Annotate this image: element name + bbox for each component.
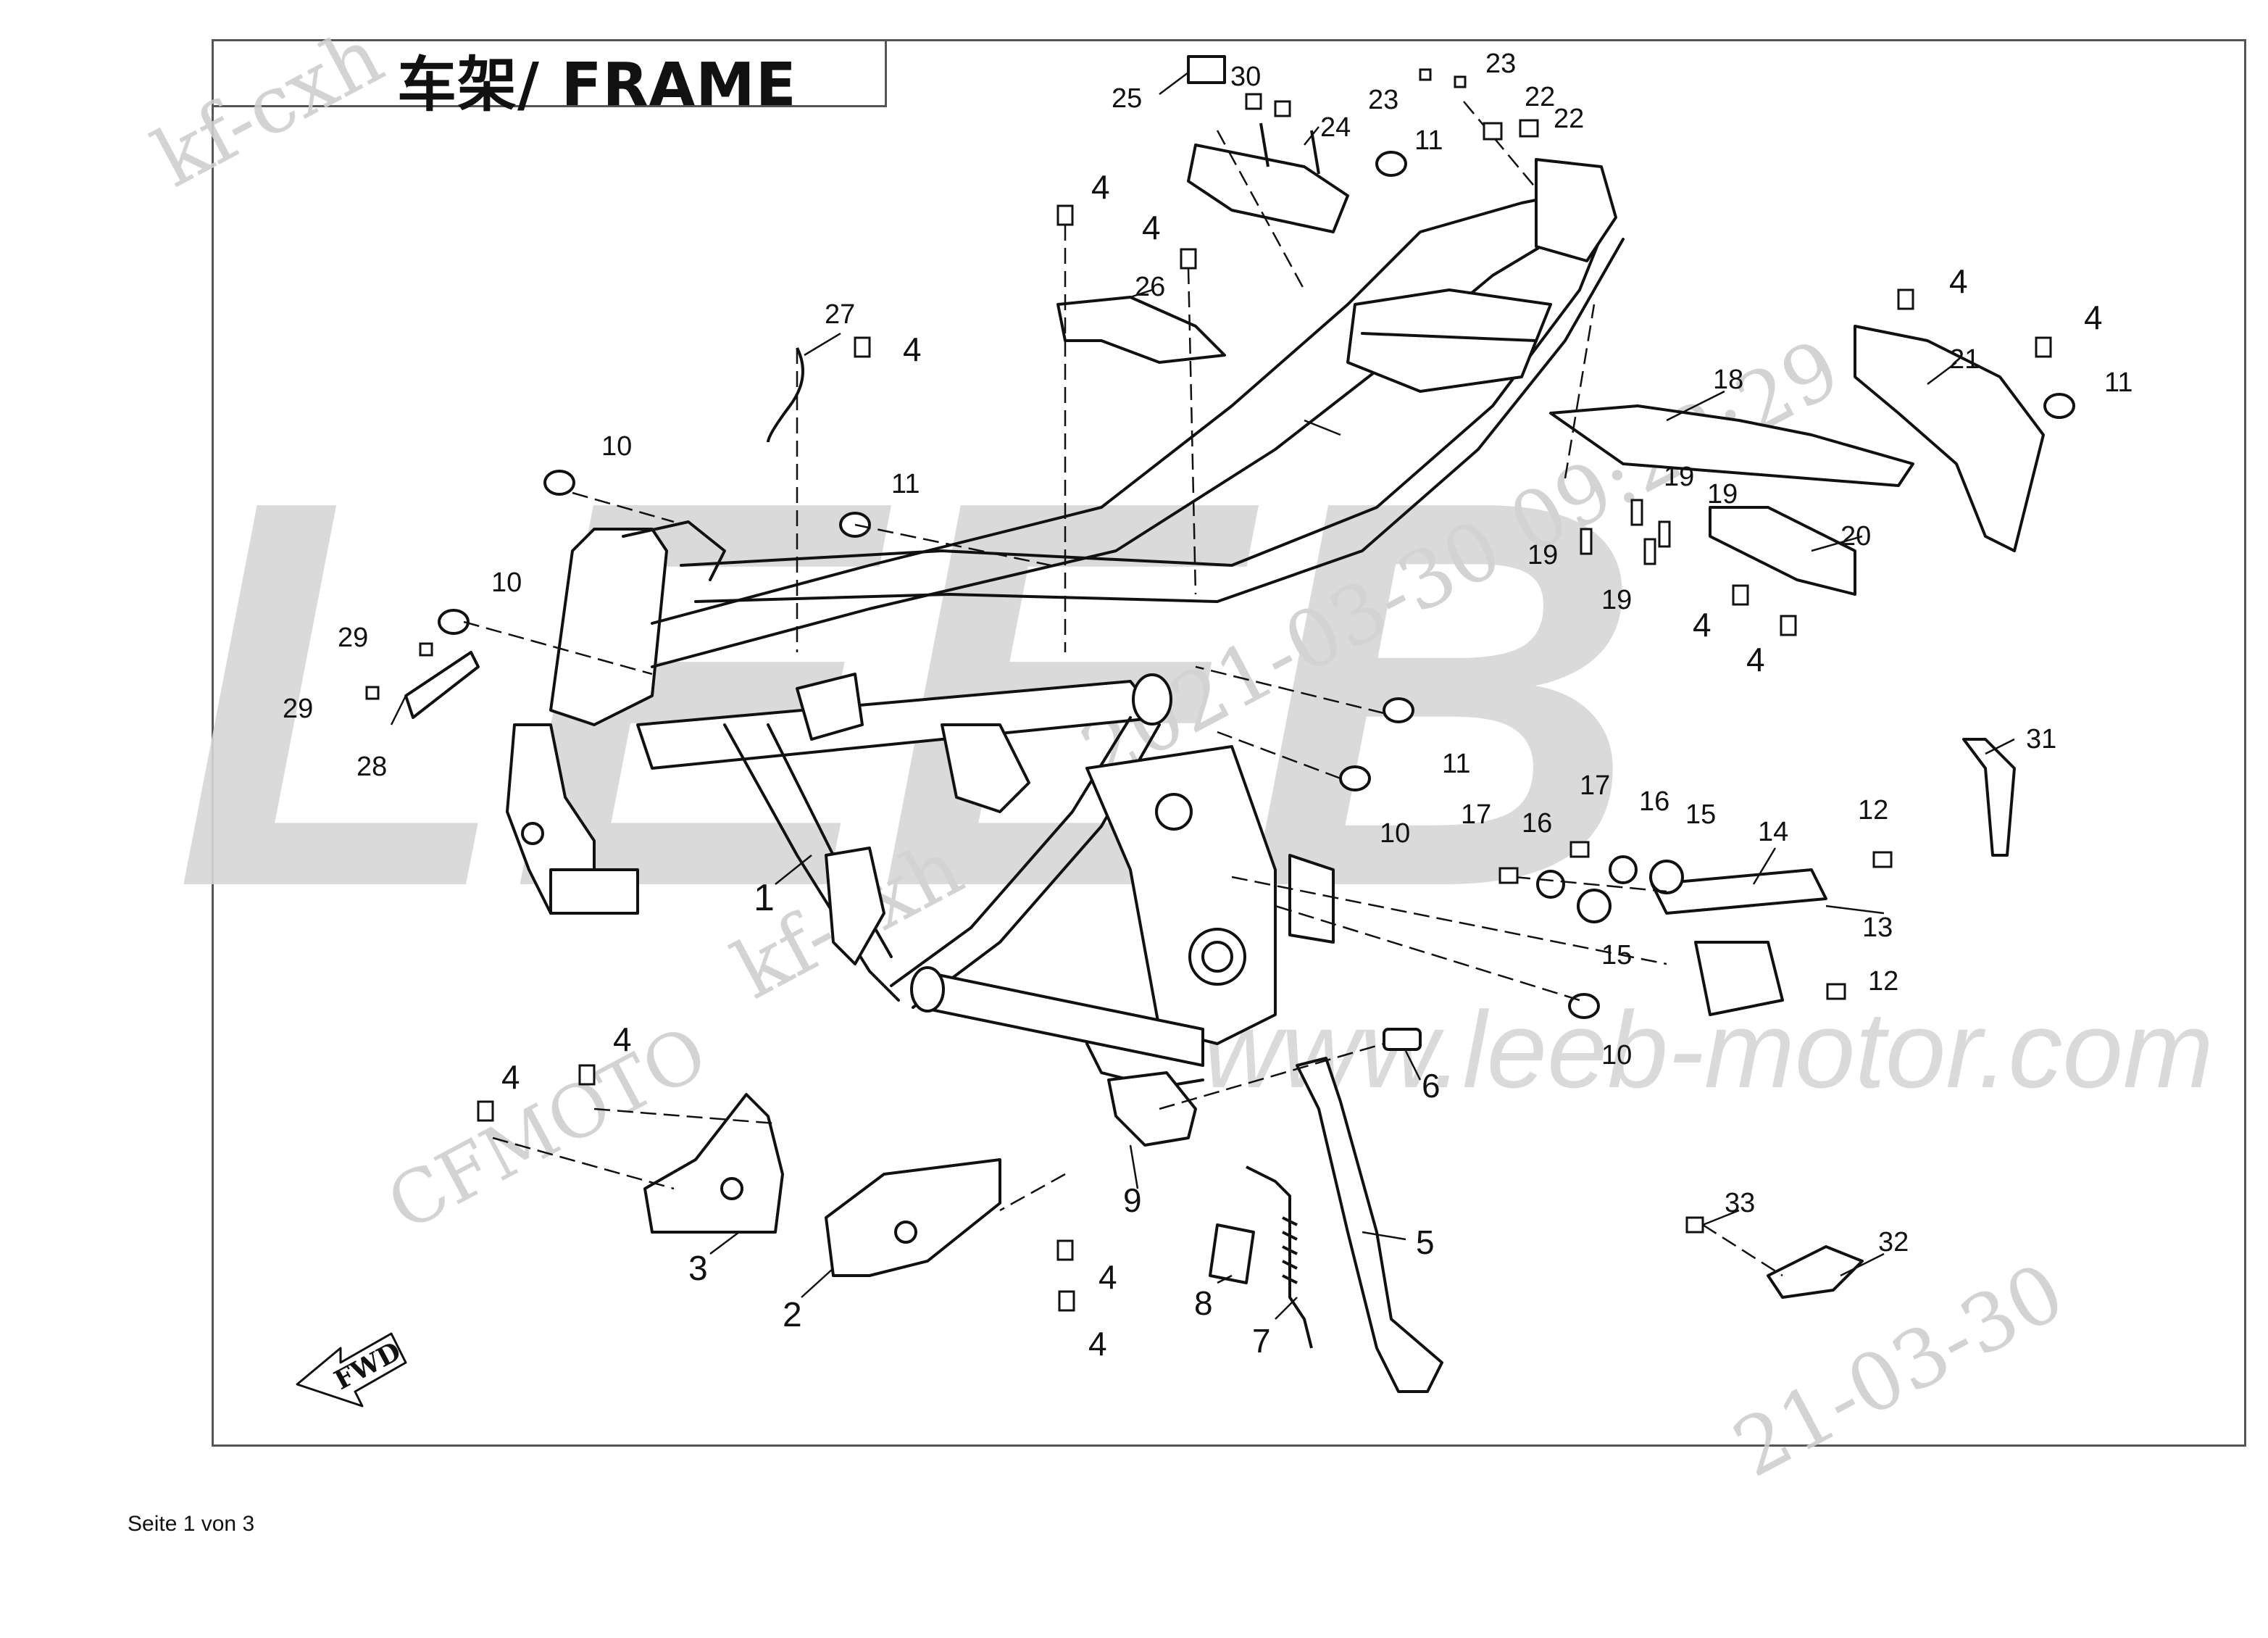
callout-4-d: 4 bbox=[1949, 262, 1968, 300]
diagram-border bbox=[212, 39, 2246, 1447]
callout-27: 27 bbox=[825, 299, 855, 330]
callout-22-a: 22 bbox=[1525, 82, 1555, 112]
fwd-label: FWD bbox=[330, 1336, 407, 1396]
callout-4-i: 4 bbox=[613, 1020, 632, 1058]
callout-29-a: 29 bbox=[338, 623, 368, 653]
callout-21: 21 bbox=[1949, 344, 1980, 375]
callout-15-b: 15 bbox=[1601, 940, 1632, 970]
callout-24: 24 bbox=[1320, 112, 1351, 143]
callout-30: 30 bbox=[1230, 62, 1261, 92]
callout-23-a: 23 bbox=[1485, 49, 1516, 79]
callout-25: 25 bbox=[1112, 83, 1142, 114]
callout-4-f: 4 bbox=[1693, 606, 1712, 644]
callout-6: 6 bbox=[1422, 1067, 1441, 1105]
callout-10-c: 10 bbox=[1380, 818, 1410, 849]
callout-labels: 1 2 3 4 4 4 4 4 4 4 4 4 4 4 5 6 7 8 9 10… bbox=[283, 49, 2132, 1363]
callout-20: 20 bbox=[1840, 521, 1871, 552]
callout-4-b: 4 bbox=[1142, 209, 1161, 246]
watermark-layer: LEEB www.leeb-motor.com kf-cxh kf-cxh CF… bbox=[139, 9, 2214, 1495]
callout-7: 7 bbox=[1252, 1322, 1271, 1360]
callout-4-c: 4 bbox=[903, 330, 922, 368]
callout-26: 26 bbox=[1135, 272, 1165, 302]
assembly-lines bbox=[463, 101, 1783, 1277]
callout-11-c: 11 bbox=[2104, 367, 2132, 398]
ancillary-parts bbox=[296, 55, 2075, 1408]
callout-17-a: 17 bbox=[1580, 770, 1610, 801]
callout-4-e: 4 bbox=[2084, 299, 2103, 336]
callout-29-b: 29 bbox=[283, 694, 313, 724]
main-frame bbox=[506, 158, 1625, 1089]
callout-22-b: 22 bbox=[1554, 104, 1584, 134]
callout-9: 9 bbox=[1123, 1181, 1142, 1219]
watermark-code-top: kf-cxh bbox=[139, 9, 397, 205]
callout-4-h: 4 bbox=[501, 1058, 520, 1096]
title-box bbox=[213, 41, 887, 107]
callout-31: 31 bbox=[2026, 724, 2056, 754]
callout-19-b: 19 bbox=[1707, 479, 1738, 510]
callout-15-a: 15 bbox=[1685, 799, 1716, 830]
callout-33: 33 bbox=[1725, 1188, 1755, 1218]
callout-3: 3 bbox=[688, 1250, 708, 1288]
callout-32: 32 bbox=[1878, 1227, 1909, 1257]
callout-4-k: 4 bbox=[1088, 1325, 1107, 1363]
callout-11-b: 11 bbox=[1414, 125, 1443, 156]
callout-4-a: 4 bbox=[1091, 168, 1110, 206]
callout-18: 18 bbox=[1713, 365, 1743, 395]
callout-10-b: 10 bbox=[491, 568, 522, 598]
callout-4-g: 4 bbox=[1746, 641, 1765, 678]
callout-12-a: 12 bbox=[1858, 795, 1888, 826]
callout-17-b: 17 bbox=[1461, 799, 1491, 830]
callout-10-a: 10 bbox=[601, 431, 632, 462]
callout-13: 13 bbox=[1862, 912, 1893, 943]
callout-16-b: 16 bbox=[1522, 808, 1552, 839]
callout-19-c: 19 bbox=[1527, 540, 1558, 570]
callout-12-b: 12 bbox=[1868, 966, 1898, 997]
callout-11-d: 11 bbox=[1442, 749, 1470, 779]
callout-14: 14 bbox=[1758, 817, 1788, 847]
callout-8: 8 bbox=[1194, 1284, 1213, 1322]
callout-5: 5 bbox=[1416, 1223, 1435, 1261]
callout-11-a: 11 bbox=[891, 469, 920, 499]
callout-28: 28 bbox=[357, 752, 387, 782]
callout-10-d: 10 bbox=[1601, 1040, 1632, 1070]
leader-lines bbox=[390, 72, 2015, 1320]
callout-2: 2 bbox=[783, 1296, 802, 1334]
callout-1: 1 bbox=[754, 877, 775, 919]
callout-23-b: 23 bbox=[1368, 85, 1398, 115]
callout-16-a: 16 bbox=[1639, 786, 1669, 817]
callout-19-a: 19 bbox=[1664, 462, 1694, 492]
callout-19-d: 19 bbox=[1601, 585, 1632, 615]
fasteners bbox=[365, 68, 2052, 1312]
page-footer: Seite 1 von 3 bbox=[128, 1512, 255, 1536]
callout-4-j: 4 bbox=[1098, 1258, 1117, 1296]
page-title: 车架/ FRAME bbox=[397, 51, 797, 120]
